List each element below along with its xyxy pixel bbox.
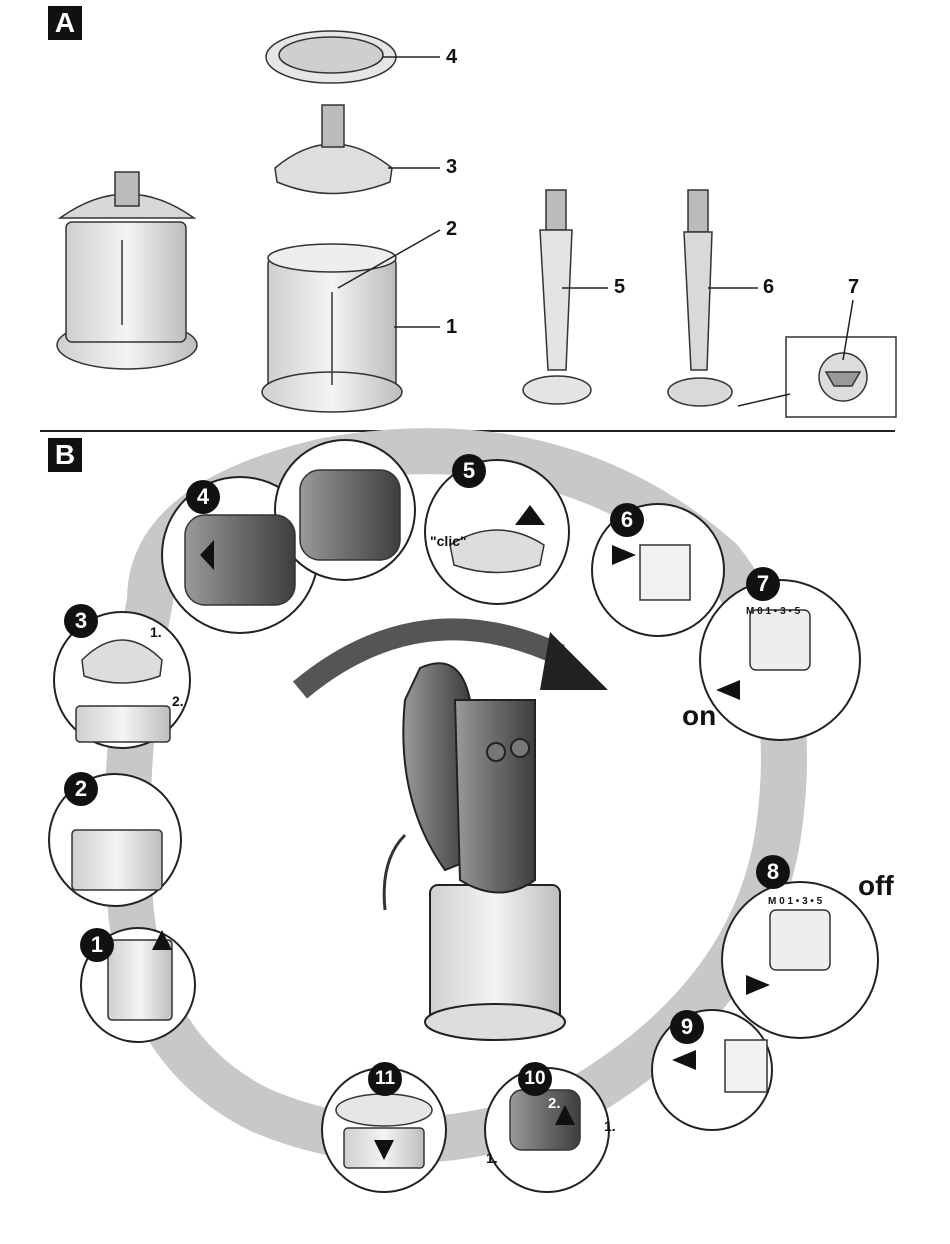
callout-1: 1 [446,316,457,339]
callout-7: 7 [848,276,859,299]
step-7-badge: 7 [746,567,780,601]
step-7-scale: M 0 1 • 3 • 5 [746,606,800,617]
part-1-bowl [262,244,402,412]
callout-4: 4 [446,46,457,69]
step-6-badge: 6 [610,503,644,537]
step-9-badge: 9 [670,1010,704,1044]
step-3-label-one: 1. [150,624,162,640]
assembled-chopper [57,172,197,369]
part-3-gear-cover [275,105,392,194]
callout-2: 2 [446,218,457,241]
step-8-badge: 8 [756,855,790,889]
part-5-blender-foot [523,190,591,404]
step-10-badge: 10 [518,1062,552,1096]
on-label: on [682,700,716,732]
off-label: off [858,870,894,902]
callout-5: 5 [614,276,625,299]
step-3-label-two: 2. [172,693,184,709]
step-1-badge: 1 [80,928,114,962]
callout-6: 6 [763,276,774,299]
step-2-badge: 2 [64,772,98,806]
step-11-badge: 11 [368,1062,402,1096]
part-4-lid [266,31,396,83]
step-10-label-one-a: 1. [486,1150,498,1166]
part-7-blade-detail [786,337,896,417]
step-10-label-two: 2. [548,1095,561,1112]
clic-label: "clic" [430,533,467,549]
step-5-badge: 5 [452,454,486,488]
step-8-scale: M 0 1 • 3 • 5 [768,896,822,907]
step-10-label-one-b: 1. [604,1118,616,1134]
part-6-blender-foot [668,190,732,406]
step-4-badge: 4 [186,480,220,514]
step-3-badge: 3 [64,604,98,638]
callout-3: 3 [446,156,457,179]
central-appliance [384,663,565,1040]
